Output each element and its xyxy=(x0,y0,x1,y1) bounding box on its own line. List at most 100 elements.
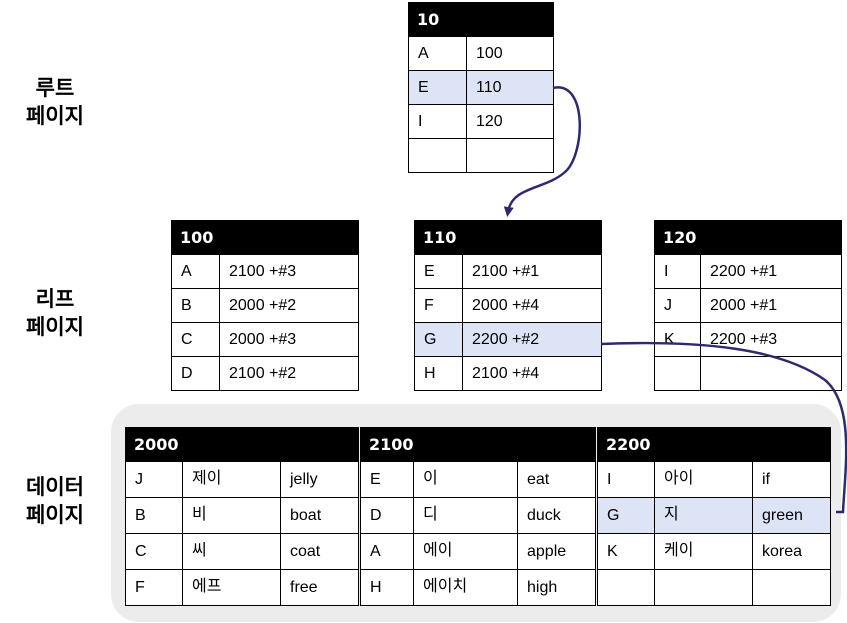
data-key: J xyxy=(125,461,183,498)
data-key: G xyxy=(597,497,655,534)
data-korean: 에이 xyxy=(413,533,518,570)
leaf-page-header: 120 xyxy=(654,220,842,255)
data-korean: 지 xyxy=(654,497,753,534)
data-label-line1: 데이터 xyxy=(26,475,84,499)
table-row xyxy=(597,569,831,606)
root-pointer: 110 xyxy=(465,70,555,105)
data-page-header: 2000 xyxy=(125,427,359,462)
data-korean: 이 xyxy=(413,461,518,498)
leaf-key: B xyxy=(171,288,220,323)
leaf-rid: 2200 +#1 xyxy=(700,254,842,289)
leaf-rid: 2100 +#4 xyxy=(462,356,602,391)
leaf-label-line2: 페이지 xyxy=(26,315,84,339)
data-word: if xyxy=(752,461,831,498)
leaf-key: A xyxy=(171,254,220,289)
data-korean xyxy=(654,569,753,606)
data-korean: 아이 xyxy=(654,461,753,498)
root-key xyxy=(408,138,467,173)
data-korean: 에이치 xyxy=(413,569,518,606)
data-key: E xyxy=(360,461,414,498)
data-korean: 케이 xyxy=(654,533,753,570)
root-to-leaf-arrow xyxy=(503,86,581,217)
table-row xyxy=(654,356,842,391)
leaf-rid: 2000 +#3 xyxy=(219,322,359,357)
data-word: free xyxy=(280,569,359,606)
data-word: coat xyxy=(280,533,359,570)
data-word xyxy=(752,569,831,606)
data-label-line2: 페이지 xyxy=(26,503,84,527)
leaf-rid: 2100 +#2 xyxy=(219,356,359,391)
data-korean: 비 xyxy=(182,497,281,534)
table-row: E 110 xyxy=(408,70,555,105)
data-word: apple xyxy=(517,533,596,570)
leaf-rid: 2200 +#3 xyxy=(700,322,842,357)
data-word: high xyxy=(517,569,596,606)
leaf-rid: 2000 +#4 xyxy=(462,288,602,323)
data-page-label: 데이터 페이지 xyxy=(10,473,100,529)
data-key: H xyxy=(360,569,414,606)
root-key: I xyxy=(408,104,467,139)
data-page-header: 2200 xyxy=(597,427,831,462)
leaf-label-line1: 리프 xyxy=(35,287,75,311)
leaf-key: E xyxy=(414,254,463,289)
root-pointer: 100 xyxy=(465,36,555,71)
leaf-page-label: 리프 페이지 xyxy=(10,285,100,341)
data-word: jelly xyxy=(280,461,359,498)
leaf-page-header: 110 xyxy=(414,220,602,255)
data-key: B xyxy=(125,497,183,534)
data-key: C xyxy=(125,533,183,570)
data-word: boat xyxy=(280,497,359,534)
leaf-rid: 2100 +#3 xyxy=(219,254,359,289)
root-label-line1: 루트 xyxy=(35,76,75,100)
table-row: A 100 xyxy=(408,36,555,71)
root-page-header: 10 xyxy=(407,2,555,37)
table-row xyxy=(408,138,555,173)
data-page-header: 2100 xyxy=(360,427,596,462)
root-page-table: 10 A 100 E 110 I 120 xyxy=(407,2,555,173)
leaf-key xyxy=(654,356,701,391)
leaf-rid: 2000 +#1 xyxy=(700,288,842,323)
data-korean: 제이 xyxy=(182,461,281,498)
leaf-key: I xyxy=(654,254,701,289)
table-row: I 120 xyxy=(408,104,555,139)
data-word: green xyxy=(752,497,831,534)
leaf-key: D xyxy=(171,356,220,391)
root-label-line2: 페이지 xyxy=(26,104,84,128)
leaf-to-data-arrow xyxy=(600,341,847,514)
root-pointer xyxy=(465,138,555,173)
root-pointer: 120 xyxy=(465,104,555,139)
data-word: duck xyxy=(517,497,596,534)
leaf-rid: 2100 +#1 xyxy=(462,254,602,289)
root-page-label: 루트 페이지 xyxy=(10,74,100,130)
data-korean: 에프 xyxy=(182,569,281,606)
root-key: E xyxy=(408,70,467,105)
leaf-rid xyxy=(700,356,842,391)
leaf-rid: 2000 +#2 xyxy=(219,288,359,323)
